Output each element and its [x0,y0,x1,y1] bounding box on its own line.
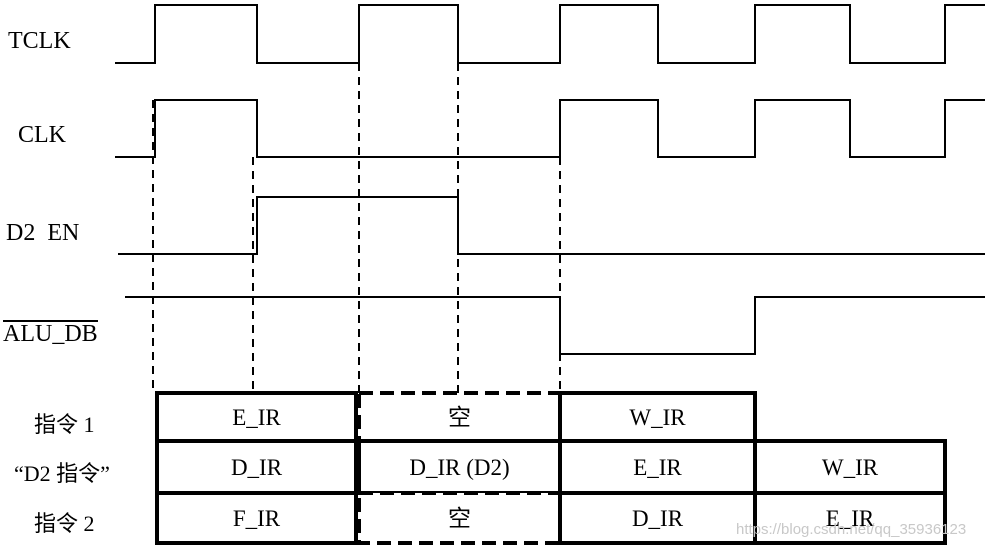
signal-label-tclk: TCLK [8,28,71,54]
signal-label-d2-en: D2 EN [6,220,79,246]
pipeline-cell-text: E_IR [633,455,682,480]
pipeline-cell-text: E_IR [826,506,875,531]
pipeline-cell-text: 空 [448,405,471,430]
row-label-d2-instr: “D2 指令” [14,461,110,486]
pipeline-cell [155,491,358,545]
pipeline-cell [753,491,947,545]
pipeline-cell-text: F_IR [233,506,281,531]
pipeline-cell-text: D_IR (D2) [409,455,509,480]
pipeline-cell-text: 空 [448,506,471,531]
pipeline-cell [357,391,562,443]
signal-label-alu-db: ALU_DB [3,321,98,347]
pipeline-cell [357,439,562,495]
pipeline-cell-text: W_IR [822,455,879,480]
pipeline-cell-text: D_IR [632,506,684,531]
watermark: https://blog.csdn.net/qq_35936123 [736,521,966,538]
pipeline-cell-text: E_IR [232,405,281,430]
waveform-clk [115,99,985,158]
signal-label-clk: CLK [18,122,67,148]
waveforms [115,4,985,355]
row-label-instr1: 指令 1 [34,412,95,437]
pipeline-cell [155,439,358,495]
waveform-tclk [115,4,985,64]
pipeline-cell [357,491,562,545]
pipeline-table: E_IR 空 W_IR D_IR D_IR (D2) E_IR W_IR F_IR 空 D_IR E… [155,391,947,545]
waveform-d2-en [118,196,985,255]
row-label-instr2: 指令 2 [34,511,95,536]
pipeline-cell [558,491,757,545]
pipeline-cell-text: D_IR [231,455,283,480]
waveform-alu-db [125,296,985,355]
pipeline-cell-text: W_IR [629,405,686,430]
pipeline-cell [558,439,757,495]
guide-lines [152,63,561,393]
